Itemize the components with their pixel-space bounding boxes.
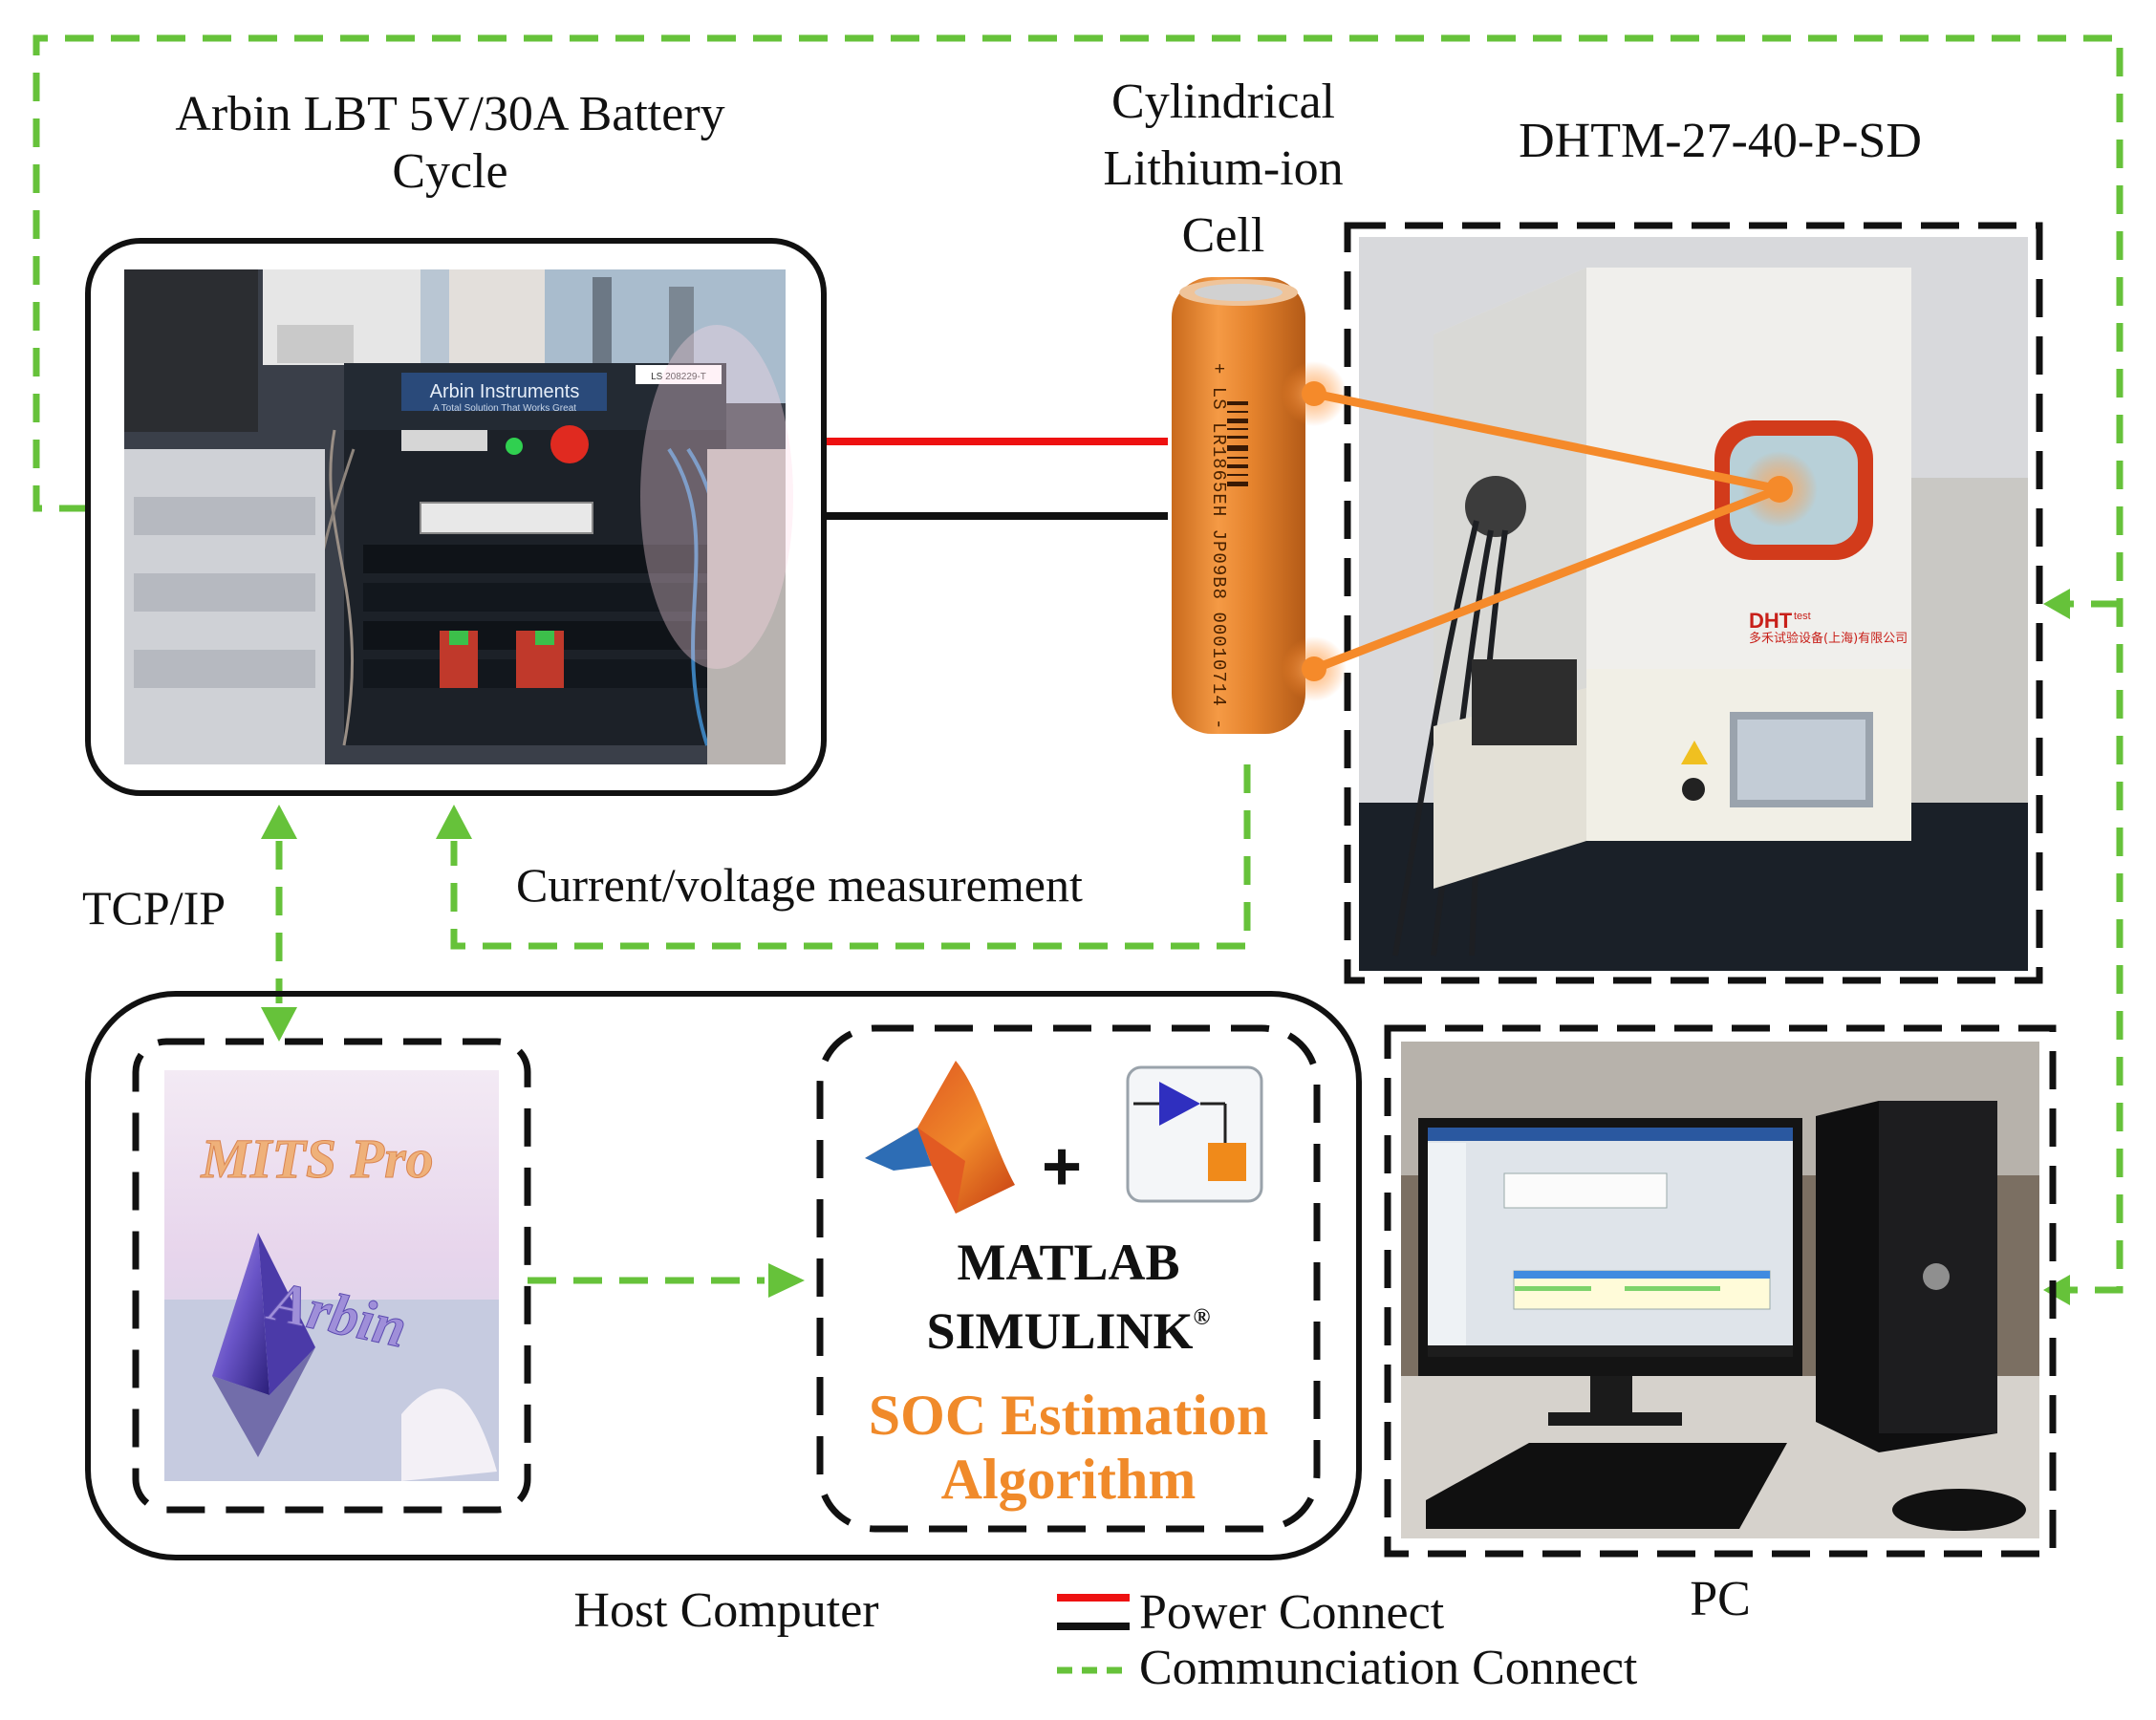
chamber-brand-sup: test: [1794, 611, 1811, 622]
cell-print: + LS LR1865EH JP09B8 00010714 -: [1208, 363, 1229, 730]
cell-title-line-3: Cell: [1181, 208, 1265, 264]
host-computer-box: [85, 991, 1362, 1560]
soc-estimation-label: SOC Estimation Algorithm: [820, 1384, 1317, 1512]
host-computer-label: Host Computer: [573, 1583, 879, 1638]
legend-communication-label: Communciation Connect: [1139, 1641, 1638, 1695]
cell-title-line-2: Lithium-ion: [1103, 141, 1344, 197]
chamber-photo: DHT test 多禾试验设备(上海)有限公司: [1359, 237, 2028, 971]
chamber-title: DHTM-27-40-P-SD: [1519, 114, 1922, 168]
simulink-label: SIMULINK®: [820, 1301, 1317, 1361]
chamber-company: 多禾试验设备(上海)有限公司: [1749, 631, 1908, 646]
pc-box: [1384, 1024, 2057, 1558]
legend-power-label: Power Connect: [1139, 1585, 1445, 1640]
arrowhead-to-pc: [2043, 1275, 2070, 1305]
mits-to-matlab-arrow: [528, 1263, 805, 1298]
soc-line-1: SOC Estimation: [868, 1384, 1269, 1447]
emergency-stop: [550, 425, 589, 463]
legend-swatches: [1057, 1594, 1130, 1674]
power-wires: [824, 438, 1168, 520]
tcpip-arrow: [261, 805, 297, 1042]
arbin-title-line-2: Cycle: [392, 143, 508, 199]
measurement-loop: [450, 764, 1251, 950]
registered-mark: ®: [1193, 1305, 1211, 1330]
matlab-box: [816, 1024, 1321, 1533]
arbin-panel-serial: LS 208229-T: [651, 372, 706, 382]
plus-sign: +: [1042, 1129, 1083, 1205]
soc-line-2: Algorithm: [940, 1448, 1197, 1512]
arbin-panel-tagline: A Total Solution That Works Great: [433, 403, 576, 414]
cell-title-line-1: Cylindrical: [1111, 75, 1335, 129]
simulink-icon: [1126, 1065, 1263, 1203]
chamber-box: [1344, 222, 2043, 984]
arbin-photo: Arbin Instruments A Total Solution That …: [124, 269, 793, 764]
arbin-panel-brand: Arbin Instruments: [430, 381, 580, 402]
arrowhead-to-chamber: [2043, 589, 2070, 619]
cell-to-chamber-highlight: [1282, 361, 1818, 701]
mits-pro-logo: MITS Pro Arbin: [164, 1070, 499, 1481]
cell-title: Cylindrical Lithium-ion Cell: [1032, 69, 1414, 270]
arbin-box: [85, 238, 827, 796]
matlab-icon: [865, 1061, 1015, 1214]
tcpip-label: TCP/IP: [82, 881, 226, 935]
lithium-cell: + LS LR1865EH JP09B8 00010714 -: [1172, 277, 1305, 734]
measurement-label: Current/voltage measurement: [516, 858, 1083, 912]
chamber-brand: DHT: [1749, 609, 1793, 633]
communication-arrowheads-right: [2043, 589, 2070, 1305]
arbin-title-line-1: Arbin LBT 5V/30A Battery: [175, 87, 725, 141]
pc-photo: [1401, 1042, 2039, 1538]
matlab-label: MATLAB: [957, 1234, 1180, 1291]
power-led: [506, 438, 523, 455]
mits-pro-text: MITS Pro: [200, 1128, 433, 1190]
pc-label: PC: [1690, 1572, 1751, 1626]
arbin-title: Arbin LBT 5V/30A Battery Cycle: [82, 86, 818, 201]
simulink-text: SIMULINK: [926, 1302, 1194, 1360]
measurement-arrowhead: [436, 805, 472, 839]
